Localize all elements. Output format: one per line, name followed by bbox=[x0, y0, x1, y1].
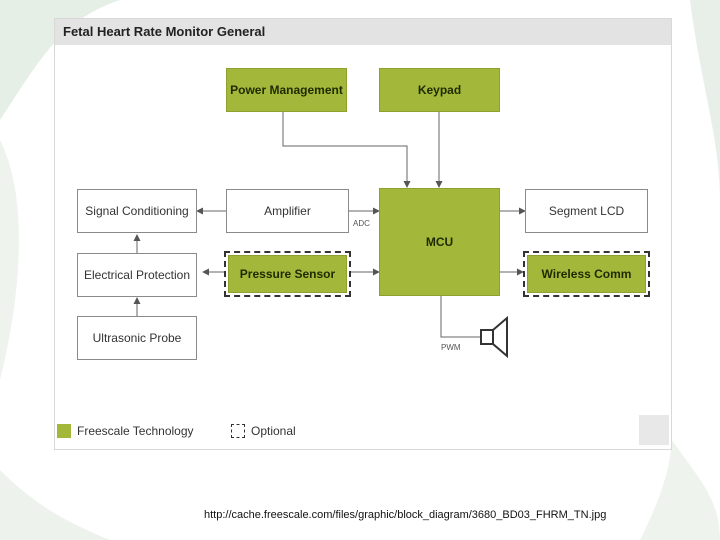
block-electrical-protection: Electrical Protection bbox=[77, 253, 197, 297]
legend-optional-label: Optional bbox=[251, 424, 296, 438]
block-mcu: MCU bbox=[379, 188, 500, 296]
block-keypad: Keypad bbox=[379, 68, 500, 112]
source-caption: http://cache.freescale.com/files/graphic… bbox=[204, 509, 607, 521]
block-wireless-comm: Wireless Comm bbox=[523, 251, 650, 297]
adc-label: ADC bbox=[353, 219, 370, 228]
pwm-label: PWM bbox=[441, 343, 461, 352]
zoom-button[interactable] bbox=[639, 415, 669, 445]
legend: Freescale Technology Optional bbox=[55, 421, 671, 441]
diagram-title: Fetal Heart Rate Monitor General bbox=[55, 19, 671, 45]
block-segment-lcd: Segment LCD bbox=[525, 189, 648, 233]
line-mcu-to-speaker bbox=[440, 296, 481, 338]
legend-freescale-label: Freescale Technology bbox=[77, 424, 194, 438]
block-amplifier: Amplifier bbox=[226, 189, 349, 233]
block-power-management: Power Management bbox=[226, 68, 347, 112]
arrow-power-to-mcu bbox=[282, 112, 411, 188]
block-pressure-sensor: Pressure Sensor bbox=[224, 251, 351, 297]
legend-optional-swatch bbox=[231, 424, 245, 438]
diagram-connectors bbox=[133, 112, 665, 441]
diagram-panel: Fetal Heart Rate Monitor General bbox=[54, 18, 672, 450]
block-signal-conditioning: Signal Conditioning bbox=[77, 189, 197, 233]
speaker-icon bbox=[480, 315, 508, 359]
block-ultrasonic-probe: Ultrasonic Probe bbox=[77, 316, 197, 360]
legend-freescale-swatch bbox=[57, 424, 71, 438]
